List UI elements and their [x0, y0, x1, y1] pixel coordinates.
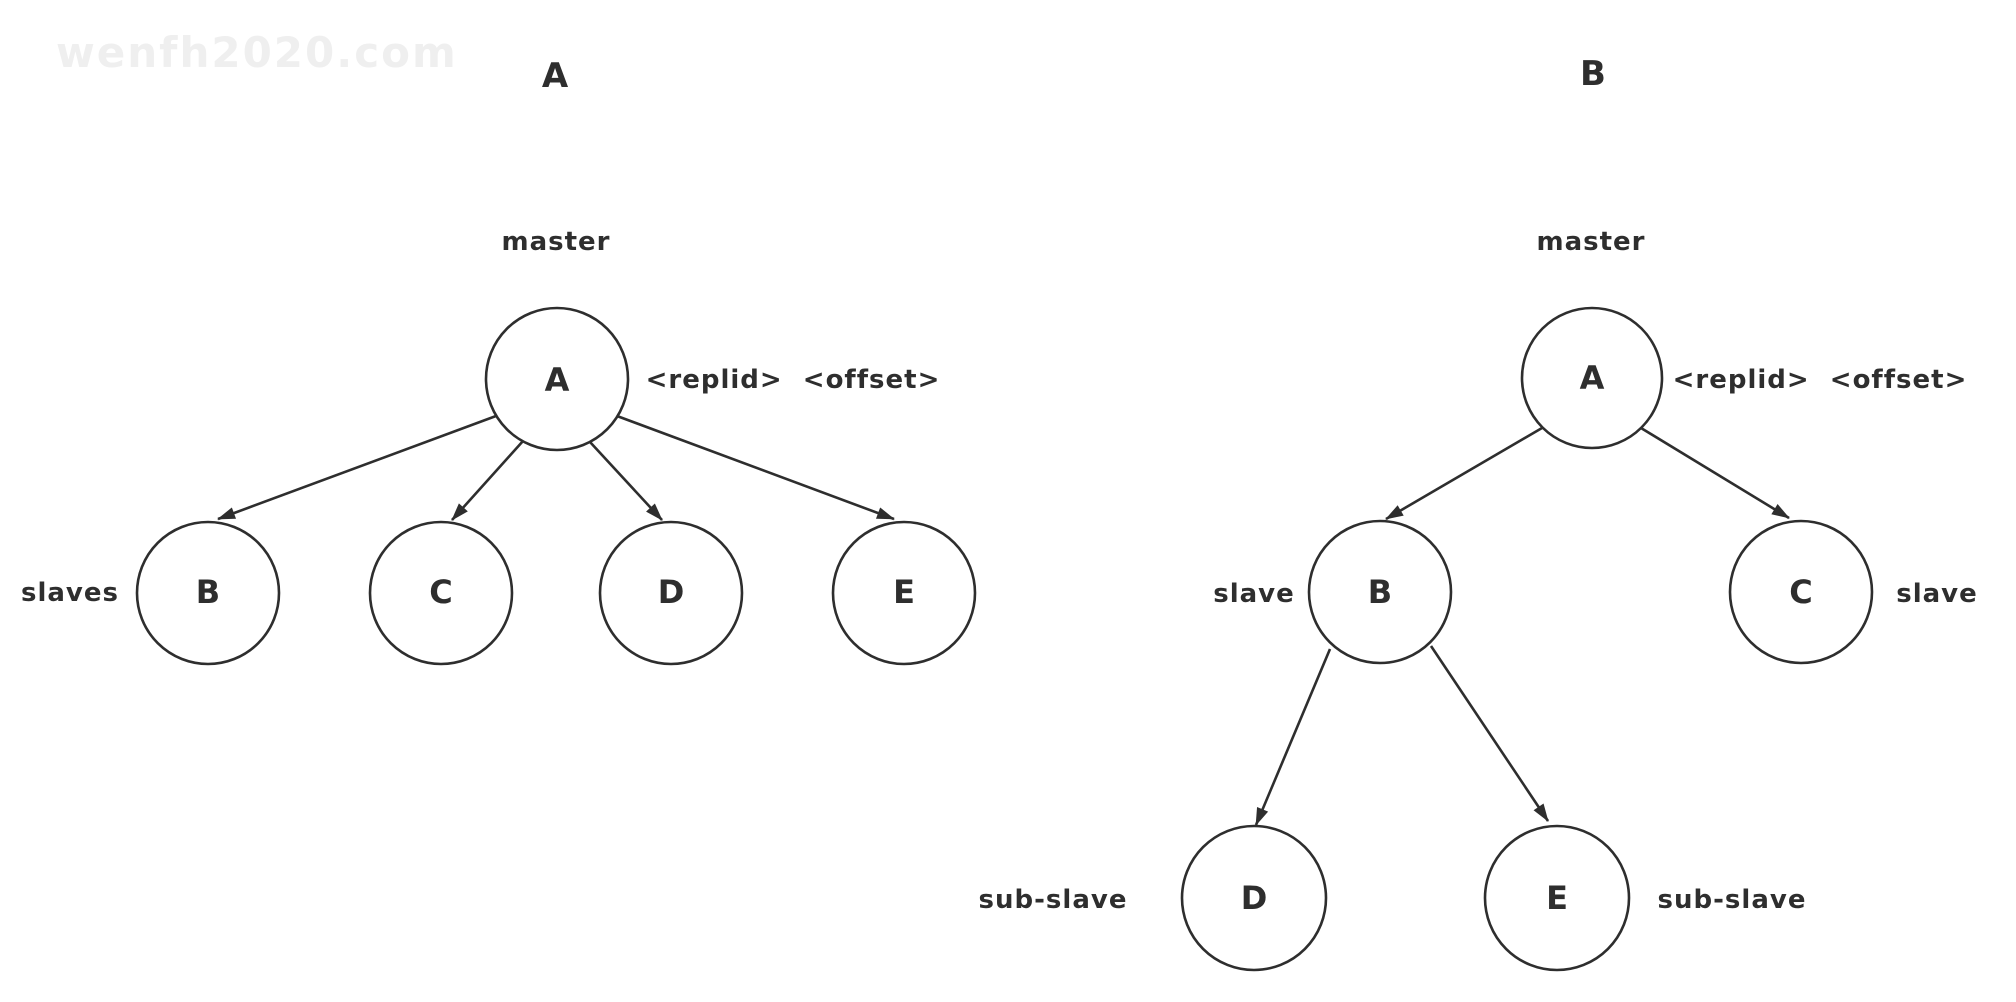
arrow-a-master-to-d [589, 441, 663, 521]
diagram-a-master-circle [484, 306, 630, 452]
diagram-b-slave-right-label: slave [1896, 579, 1978, 609]
arrow-a-master-to-e [616, 414, 895, 521]
arrow-b-slave-b-to-d [1254, 648, 1332, 826]
diagram-b-slave-b-node-letter: B [1367, 573, 1393, 611]
arrow-a-master-to-c [451, 440, 524, 521]
diagram-a-slave-c-node-letter: C [429, 573, 453, 611]
diagram-b-subslave-right-label: sub-slave [1657, 885, 1807, 915]
diagram-a-master-label: master [501, 227, 611, 257]
diagram-a-slave-d-node-letter: D [657, 573, 685, 611]
diagram-a-master-node-letter: A [544, 361, 570, 399]
diagram-b-subslave-e-circle [1483, 824, 1631, 972]
diagram-b-master-node-letter: A [1579, 359, 1605, 397]
diagram-b-master-circle [1520, 306, 1664, 450]
diagram-b-title: B [1580, 54, 1606, 94]
diagram-a-slave-b-node-letter: B [195, 573, 221, 611]
arrow-b-slave-b-to-e [1429, 645, 1550, 822]
diagram-a-slaves-label: slaves [21, 578, 119, 608]
diagram-b-slave-b-circle [1307, 519, 1453, 665]
diagram-b-subslave-d-node-letter: D [1240, 879, 1268, 917]
diagram-b-slave-c-circle [1728, 519, 1874, 665]
diagram-b-subslave-left-label: sub-slave [978, 885, 1128, 915]
arrow-a-master-to-b [217, 414, 497, 521]
diagram-b-replid-offset-label: <replid> <offset> [1672, 365, 1968, 395]
diagram-b-slave-c-node-letter: C [1789, 573, 1813, 611]
arrow-b-master-to-b [1385, 426, 1543, 521]
diagram-a-slave-e-circle [831, 520, 977, 666]
diagram-b-subslave-e-node-letter: E [1546, 879, 1568, 917]
diagram-b-master-label: master [1536, 227, 1646, 257]
diagram-b-subslave-d-circle [1180, 824, 1328, 972]
diagram-a-replid-offset-label: <replid> <offset> [645, 365, 941, 395]
diagram-a-slave-b-circle [135, 520, 281, 666]
diagram-a-slave-c-circle [368, 520, 514, 666]
watermark-text: wenfh2020.com [56, 28, 458, 77]
diagram-b-slave-left-label: slave [1213, 579, 1295, 609]
diagram-a-slave-d-circle [598, 520, 744, 666]
diagram-a-title: A [541, 56, 569, 96]
arrow-b-master-to-c [1640, 426, 1790, 520]
diagram-a-slave-e-node-letter: E [893, 573, 915, 611]
